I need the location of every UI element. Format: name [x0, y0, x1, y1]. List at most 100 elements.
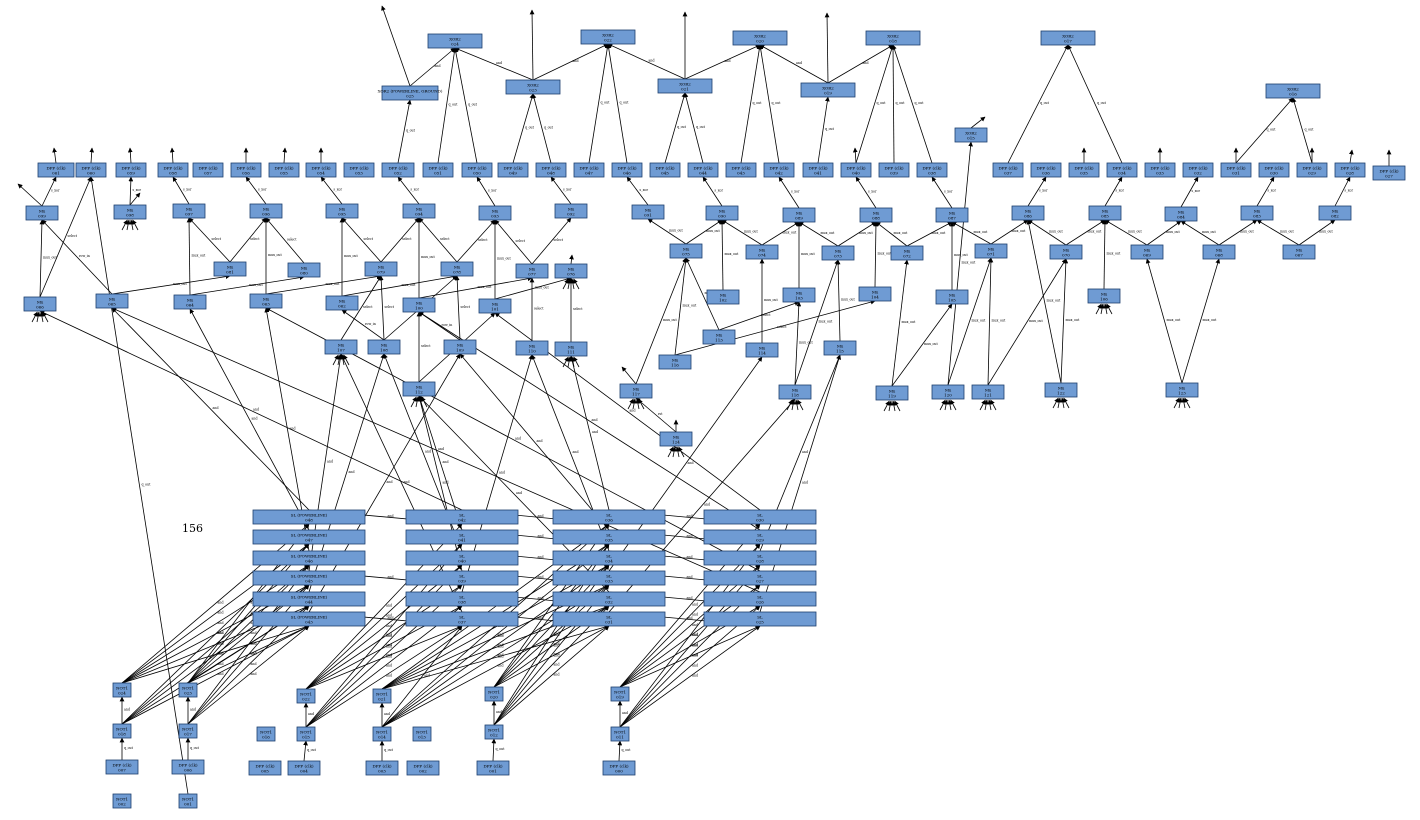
edge-label: s_xor [183, 188, 192, 192]
node-box [931, 384, 965, 400]
edge-m59-m29 [947, 257, 992, 386]
edge-r14-m48 [459, 353, 610, 531]
edge-label: and [190, 708, 196, 712]
node-label: DFF (clk) [922, 166, 942, 171]
node-id: 007 [118, 768, 126, 773]
node-box [725, 162, 757, 178]
node-label: SL [459, 554, 465, 559]
edge-label: mux_out [841, 298, 855, 302]
edge-m2-d3 [128, 176, 134, 206]
node-label: Mx [645, 208, 652, 213]
edge-label: q_out [896, 101, 906, 105]
node-id: 031 [1232, 171, 1240, 176]
node-box [252, 570, 366, 586]
edge-label: s_xor [411, 188, 420, 192]
node-label: Mx [1144, 248, 1151, 253]
edge-label: and [538, 555, 544, 559]
edge-m26-m10 [721, 219, 763, 246]
node-box [402, 381, 436, 397]
node-id: 090 [718, 214, 726, 219]
edge-label: and [692, 674, 698, 678]
edge-m17-d32 [1256, 176, 1275, 207]
node-id: 069 [1143, 253, 1151, 258]
node-box [75, 162, 107, 178]
node-id: 082 [1331, 214, 1339, 219]
output-stub-d3 [127, 147, 133, 164]
node-box [1087, 288, 1121, 304]
node-label: SL [606, 513, 612, 518]
node-box [1258, 162, 1290, 178]
node-id: 041 [458, 538, 466, 543]
edge-label: s_xor [1039, 189, 1048, 193]
node-box [821, 245, 855, 261]
edge-label: mux_out [268, 253, 282, 257]
edge-label: and [538, 596, 544, 600]
node-label: Mx [1179, 386, 1186, 391]
node-b4: DFF (clk)004 [287, 760, 321, 776]
node-label: DFF (clk) [617, 166, 637, 171]
node-label: DFF (clk) [1226, 166, 1246, 171]
edge-label: and [218, 662, 224, 666]
input-tick [570, 356, 576, 368]
node-box [1068, 162, 1100, 178]
node-label: Mx [889, 389, 896, 394]
node-box [405, 570, 519, 586]
edge-m60-m30 [987, 258, 1067, 386]
node-id: 045 [305, 579, 313, 584]
edge-r13-m50 [569, 355, 610, 511]
input-tick [790, 399, 796, 411]
edge-r7-m34 [39, 310, 463, 511]
edge-label: and [692, 613, 698, 617]
node-id: 043 [737, 171, 745, 176]
input-tick [35, 311, 41, 323]
edge-d23-x8 [890, 44, 896, 164]
input-tick [979, 399, 986, 411]
node-label: Mx [378, 265, 385, 270]
input-tick [414, 396, 420, 408]
edge-m47-m38 [341, 309, 385, 341]
node-label: SL [757, 513, 763, 518]
node-id: 011 [616, 735, 624, 740]
node-label: Mx [683, 247, 690, 252]
node-label: NOT1 [300, 730, 312, 735]
node-label: Mx [263, 207, 270, 212]
edge-label: and [687, 514, 693, 518]
node-label: Mx [1178, 210, 1185, 215]
node-label: DFF (clk) [413, 764, 433, 769]
node-label: DFF (clk) [428, 166, 448, 171]
edge-m37-m21 [265, 274, 382, 295]
edge-m52-m25 [685, 257, 720, 331]
node-box [113, 204, 147, 220]
node-box [112, 723, 132, 739]
edge-label: and [704, 503, 710, 507]
node-label: DFF (clk) [693, 166, 713, 171]
node-label: DFF (clk) [731, 166, 751, 171]
edge-label: mux_out [421, 255, 435, 259]
edge-label: and [692, 664, 698, 668]
node-box [1372, 165, 1406, 181]
node-id: 042 [775, 171, 783, 176]
node-box [230, 162, 262, 178]
node-label: Mx [949, 211, 956, 216]
edge-m16-d30 [1180, 176, 1199, 208]
output-stub-d22 [852, 147, 858, 164]
node-label: Mx [716, 333, 723, 338]
node-label: NOT1 [182, 797, 194, 802]
node-label: DFF (clk) [255, 764, 275, 769]
edge-m60-m29 [987, 257, 994, 386]
edge-label: and [516, 491, 522, 495]
edge-n2-r1 [187, 523, 310, 684]
node-id: 077 [528, 272, 536, 277]
node-id: 070 [1062, 253, 1070, 258]
node-d8: DFF (clk)054 [305, 162, 337, 178]
edge-label: and [802, 450, 808, 454]
